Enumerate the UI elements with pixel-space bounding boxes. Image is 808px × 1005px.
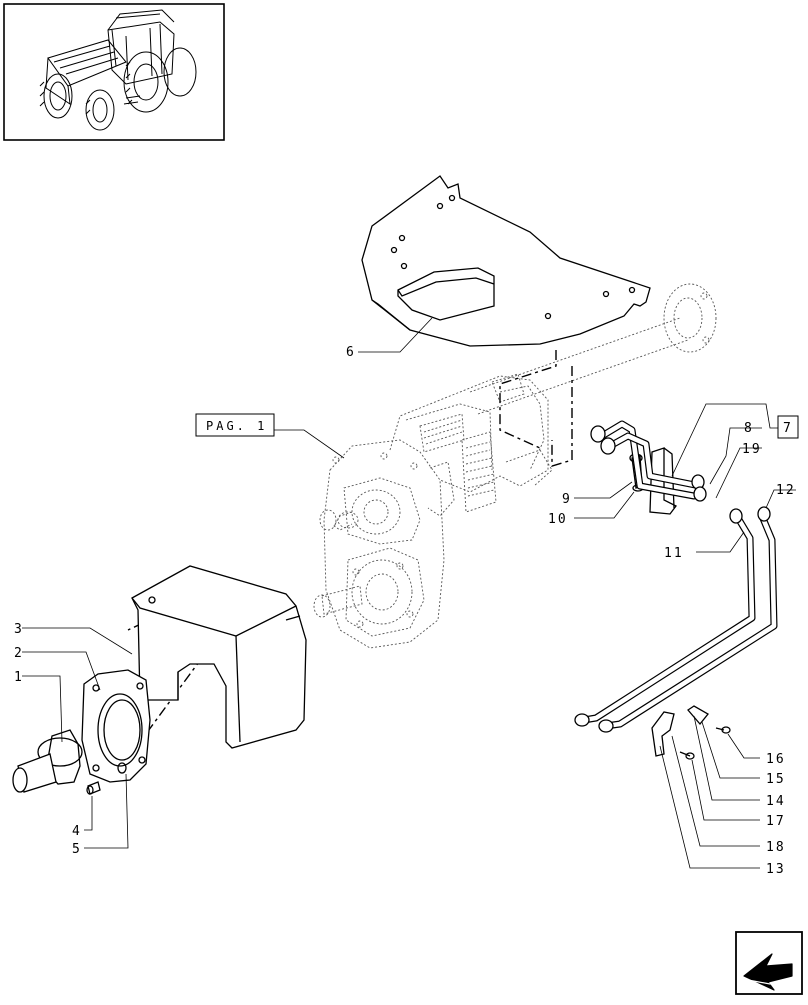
- gearbox-ghost-outline: [313, 283, 717, 649]
- callout-5: 5: [72, 842, 82, 857]
- callout-13: 13: [766, 862, 786, 877]
- leader-lines: [22, 317, 796, 869]
- callout-labels: 6 3 2 1 4 5 9 10 7 8 19 11 12 16 15 14 1…: [14, 345, 796, 877]
- callout-16: 16: [766, 752, 786, 767]
- upper-hose-pipes[interactable]: [590, 420, 707, 502]
- hose-clamp-parts[interactable]: [651, 705, 731, 760]
- callout-14: 14: [766, 794, 786, 809]
- shaft-part[interactable]: [12, 729, 83, 793]
- callout-6: 6: [346, 345, 356, 360]
- long-hose-pipes[interactable]: [574, 506, 778, 733]
- page-reference-label: PAG. 1: [206, 419, 267, 433]
- callout-18: 18: [766, 840, 786, 855]
- callout-12: 12: [776, 483, 796, 498]
- cover-plate-part[interactable]: [361, 175, 651, 347]
- callout-8: 8: [744, 421, 754, 436]
- tractor-thumbnail-icon[interactable]: [3, 3, 225, 141]
- bolt-washer-parts[interactable]: [86, 762, 127, 795]
- callout-2: 2: [14, 646, 24, 661]
- callout-17: 17: [766, 814, 786, 829]
- callout-11: 11: [664, 546, 684, 561]
- callout-15: 15: [766, 772, 786, 787]
- flange-part[interactable]: [81, 669, 151, 783]
- callout-1: 1: [14, 670, 24, 685]
- callout-3: 3: [14, 622, 24, 637]
- next-page-arrow-icon[interactable]: [735, 931, 803, 995]
- callout-7-box: [777, 415, 799, 439]
- page-reference-box[interactable]: PAG. 1: [195, 413, 275, 437]
- callout-4: 4: [72, 824, 82, 839]
- alignment-lines: [127, 350, 573, 743]
- callout-10: 10: [548, 512, 568, 527]
- callout-7: 7: [783, 421, 793, 436]
- callout-9: 9: [562, 492, 572, 507]
- guard-shield-part[interactable]: [131, 565, 307, 749]
- callout-19: 19: [742, 442, 762, 457]
